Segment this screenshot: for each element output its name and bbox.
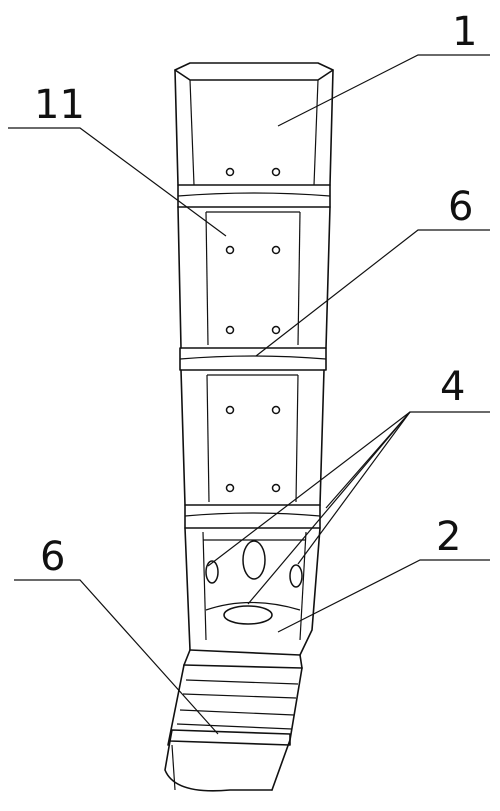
callout-2: 2 [436,514,461,560]
top-cuff [174,62,334,186]
callout-11: 11 [34,82,85,128]
upper-panel [177,206,331,349]
ankle-section [184,527,321,656]
callout-6-upper: 6 [448,184,473,230]
callouts: 1 11 6 4 2 6 [34,9,477,580]
callout-4: 4 [440,364,465,410]
toe-section [164,664,303,792]
middle-panel [180,369,325,506]
leader-lines [8,54,490,735]
strap-band-middle [179,347,327,371]
strap-band-lower [184,504,321,529]
foot-plate [183,649,303,669]
callout-1: 1 [452,9,477,55]
callout-6-lower: 6 [40,534,65,580]
strap-band-top [177,184,331,208]
